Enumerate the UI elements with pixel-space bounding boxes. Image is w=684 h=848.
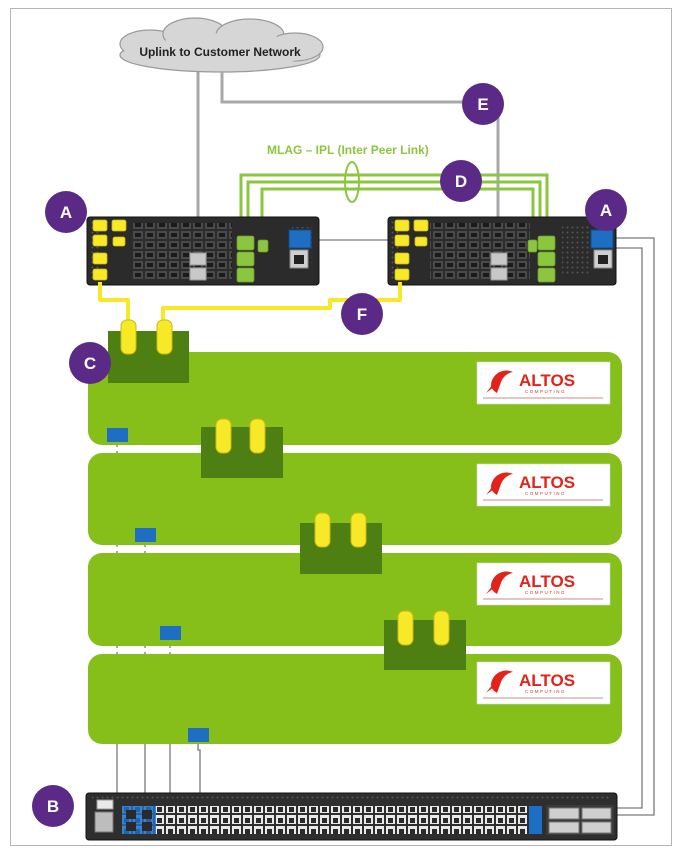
callout-a-left: A <box>45 191 87 233</box>
server-node-c <box>108 319 189 383</box>
callout-c: C <box>69 342 111 384</box>
switch-right-green-ports <box>527 235 556 283</box>
switch-left-mgmt-port <box>288 229 312 249</box>
callout-e: E <box>462 83 504 125</box>
cloud-icon <box>119 17 324 73</box>
callout-b: B <box>32 785 74 827</box>
svg-text:COMPUTING: COMPUTING <box>525 491 566 496</box>
switch-right-mgmt-port <box>590 229 614 249</box>
altos-mark-icon <box>491 370 513 393</box>
svg-text:C: C <box>84 354 96 373</box>
switch-left-uplink-port <box>189 252 207 266</box>
svg-text:COMPUTING: COMPUTING <box>525 590 566 595</box>
altos-logo-4: ALTOS COMPUTING <box>476 661 611 705</box>
server-node-2 <box>201 418 283 478</box>
svg-text:ALTOS: ALTOS <box>519 572 575 591</box>
svg-text:ALTOS: ALTOS <box>519 473 575 492</box>
bmc-port-1 <box>107 428 128 442</box>
altos-mark-icon <box>491 670 513 693</box>
switch-right-uplink-port <box>490 252 508 266</box>
switch-left <box>86 216 320 286</box>
management-switch <box>85 792 618 841</box>
switch-left-green-ports <box>236 235 269 283</box>
svg-text:A: A <box>600 201 612 220</box>
switch-left-yellow-ports <box>92 219 127 281</box>
switch-right-yellow-ports <box>394 219 429 281</box>
svg-text:B: B <box>47 797 59 816</box>
svg-text:D: D <box>455 172 467 191</box>
mlag-downlink-cables <box>98 282 402 322</box>
altos-logo-2: ALTOS COMPUTING <box>476 463 611 507</box>
bmc-port-2 <box>135 528 156 542</box>
bmc-port-4 <box>188 728 209 742</box>
callout-f: F <box>341 293 383 335</box>
altos-mark-icon <box>491 472 513 495</box>
svg-text:F: F <box>357 305 367 324</box>
svg-text:COMPUTING: COMPUTING <box>525 389 566 394</box>
altos-logo-1: ALTOS COMPUTING <box>476 361 611 405</box>
svg-text:COMPUTING: COMPUTING <box>525 689 566 694</box>
callout-a-right: A <box>585 189 627 231</box>
cloud-label: Uplink to Customer Network <box>139 45 301 59</box>
ipl-bundle-ring <box>344 161 360 203</box>
svg-text:A: A <box>60 203 72 222</box>
bmc-port-3 <box>160 626 181 640</box>
altos-mark-icon <box>491 571 513 594</box>
uplink-cable-right <box>220 72 500 252</box>
mlag-label: MLAG – IPL (Inter Peer Link) <box>267 143 429 157</box>
server-node-4 <box>384 610 466 670</box>
svg-text:ALTOS: ALTOS <box>519 671 575 690</box>
svg-text:E: E <box>477 95 488 114</box>
svg-text:ALTOS: ALTOS <box>519 371 575 390</box>
altos-logo-3: ALTOS COMPUTING <box>476 562 611 606</box>
ipl-cables <box>239 173 549 240</box>
callout-d: D <box>440 160 482 202</box>
server-node-3 <box>300 512 382 574</box>
switch-right <box>387 216 617 286</box>
